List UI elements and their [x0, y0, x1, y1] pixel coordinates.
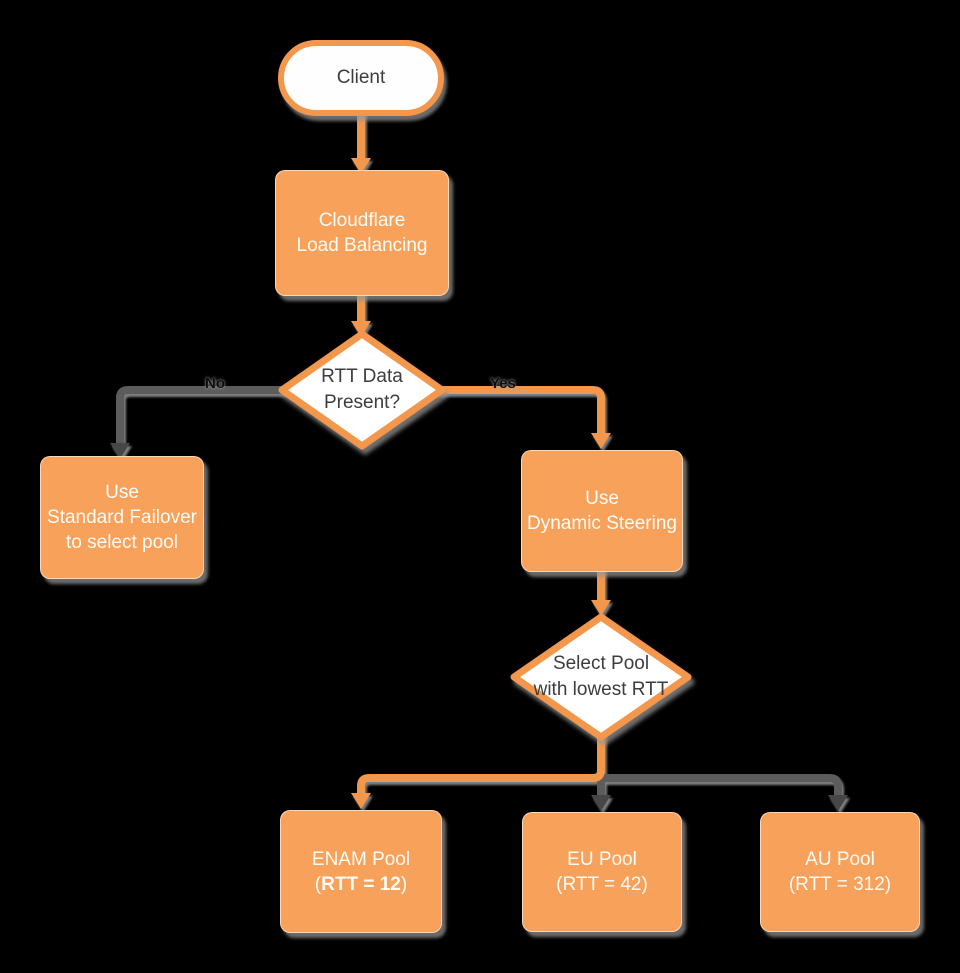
node-dynamic-steering-line2: Dynamic Steering [527, 513, 677, 534]
edge-yes-connector [436, 386, 605, 433]
arrowhead-into-dynamic [591, 433, 611, 449]
enam-rtt-value: RTT = 12 [321, 873, 401, 895]
node-rtt-decision-line1: RTT Data [321, 366, 403, 387]
node-eu-pool-line2: (RTT = 42) [556, 874, 648, 895]
node-enam-pool-line2: (RTT = 12) [315, 872, 407, 897]
node-rtt-decision: RTT Data Present? [276, 328, 448, 452]
edge-label-no: No [205, 375, 225, 392]
arrowhead-into-rtt [351, 321, 371, 337]
edge-to-au-pool [601, 774, 842, 796]
select-pool-diamond-shape [510, 613, 692, 741]
node-load-balancer-line2: Load Balancing [296, 235, 428, 256]
node-load-balancer-line1: Cloudflare [318, 210, 406, 231]
arrowhead-into-select [591, 600, 611, 616]
node-eu-pool-line1: EU Pool [567, 849, 637, 870]
node-dynamic-steering-line1: Use [585, 488, 619, 509]
node-au-pool-line1: AU Pool [805, 849, 875, 870]
node-eu-pool: EU Pool (RTT = 42) [522, 812, 682, 932]
node-select-pool: Select Pool with lowest RTT [507, 610, 695, 744]
edge-no-connector [116, 386, 290, 443]
node-standard-failover-line2: Standard Failover [47, 507, 197, 528]
arrowhead-into-eu [591, 795, 611, 811]
node-au-pool: AU Pool (RTT = 312) [760, 812, 920, 932]
node-au-pool-line2: (RTT = 312) [788, 874, 892, 895]
arrowhead-into-enam [351, 793, 371, 809]
arrowhead-into-lb [351, 158, 371, 174]
enam-rtt-open-paren: ( [314, 873, 322, 895]
arrowhead-into-failover [110, 443, 130, 459]
node-dynamic-steering: Use Dynamic Steering [521, 450, 683, 572]
node-client-label: Client [336, 67, 386, 88]
node-client: Client [278, 40, 444, 116]
node-standard-failover: Use Standard Failover to select pool [40, 456, 204, 579]
edge-to-enam-pool [357, 732, 605, 793]
node-standard-failover-line3: to select pool [66, 532, 178, 553]
node-enam-pool: ENAM Pool (RTT = 12) [280, 810, 442, 933]
enam-rtt-close-paren: ) [400, 873, 408, 895]
arrowhead-into-au [828, 795, 848, 811]
node-standard-failover-line1: Use [105, 482, 139, 503]
node-rtt-decision-line2: Present? [323, 392, 401, 413]
edge-label-yes: Yes [490, 375, 516, 392]
node-load-balancer: Cloudflare Load Balancing [275, 170, 449, 296]
node-select-pool-line2: with lowest RTT [533, 679, 669, 700]
node-select-pool-line1: Select Pool [552, 653, 650, 674]
rtt-diamond-shape [278, 330, 446, 450]
node-enam-pool-line1: ENAM Pool [311, 848, 411, 870]
